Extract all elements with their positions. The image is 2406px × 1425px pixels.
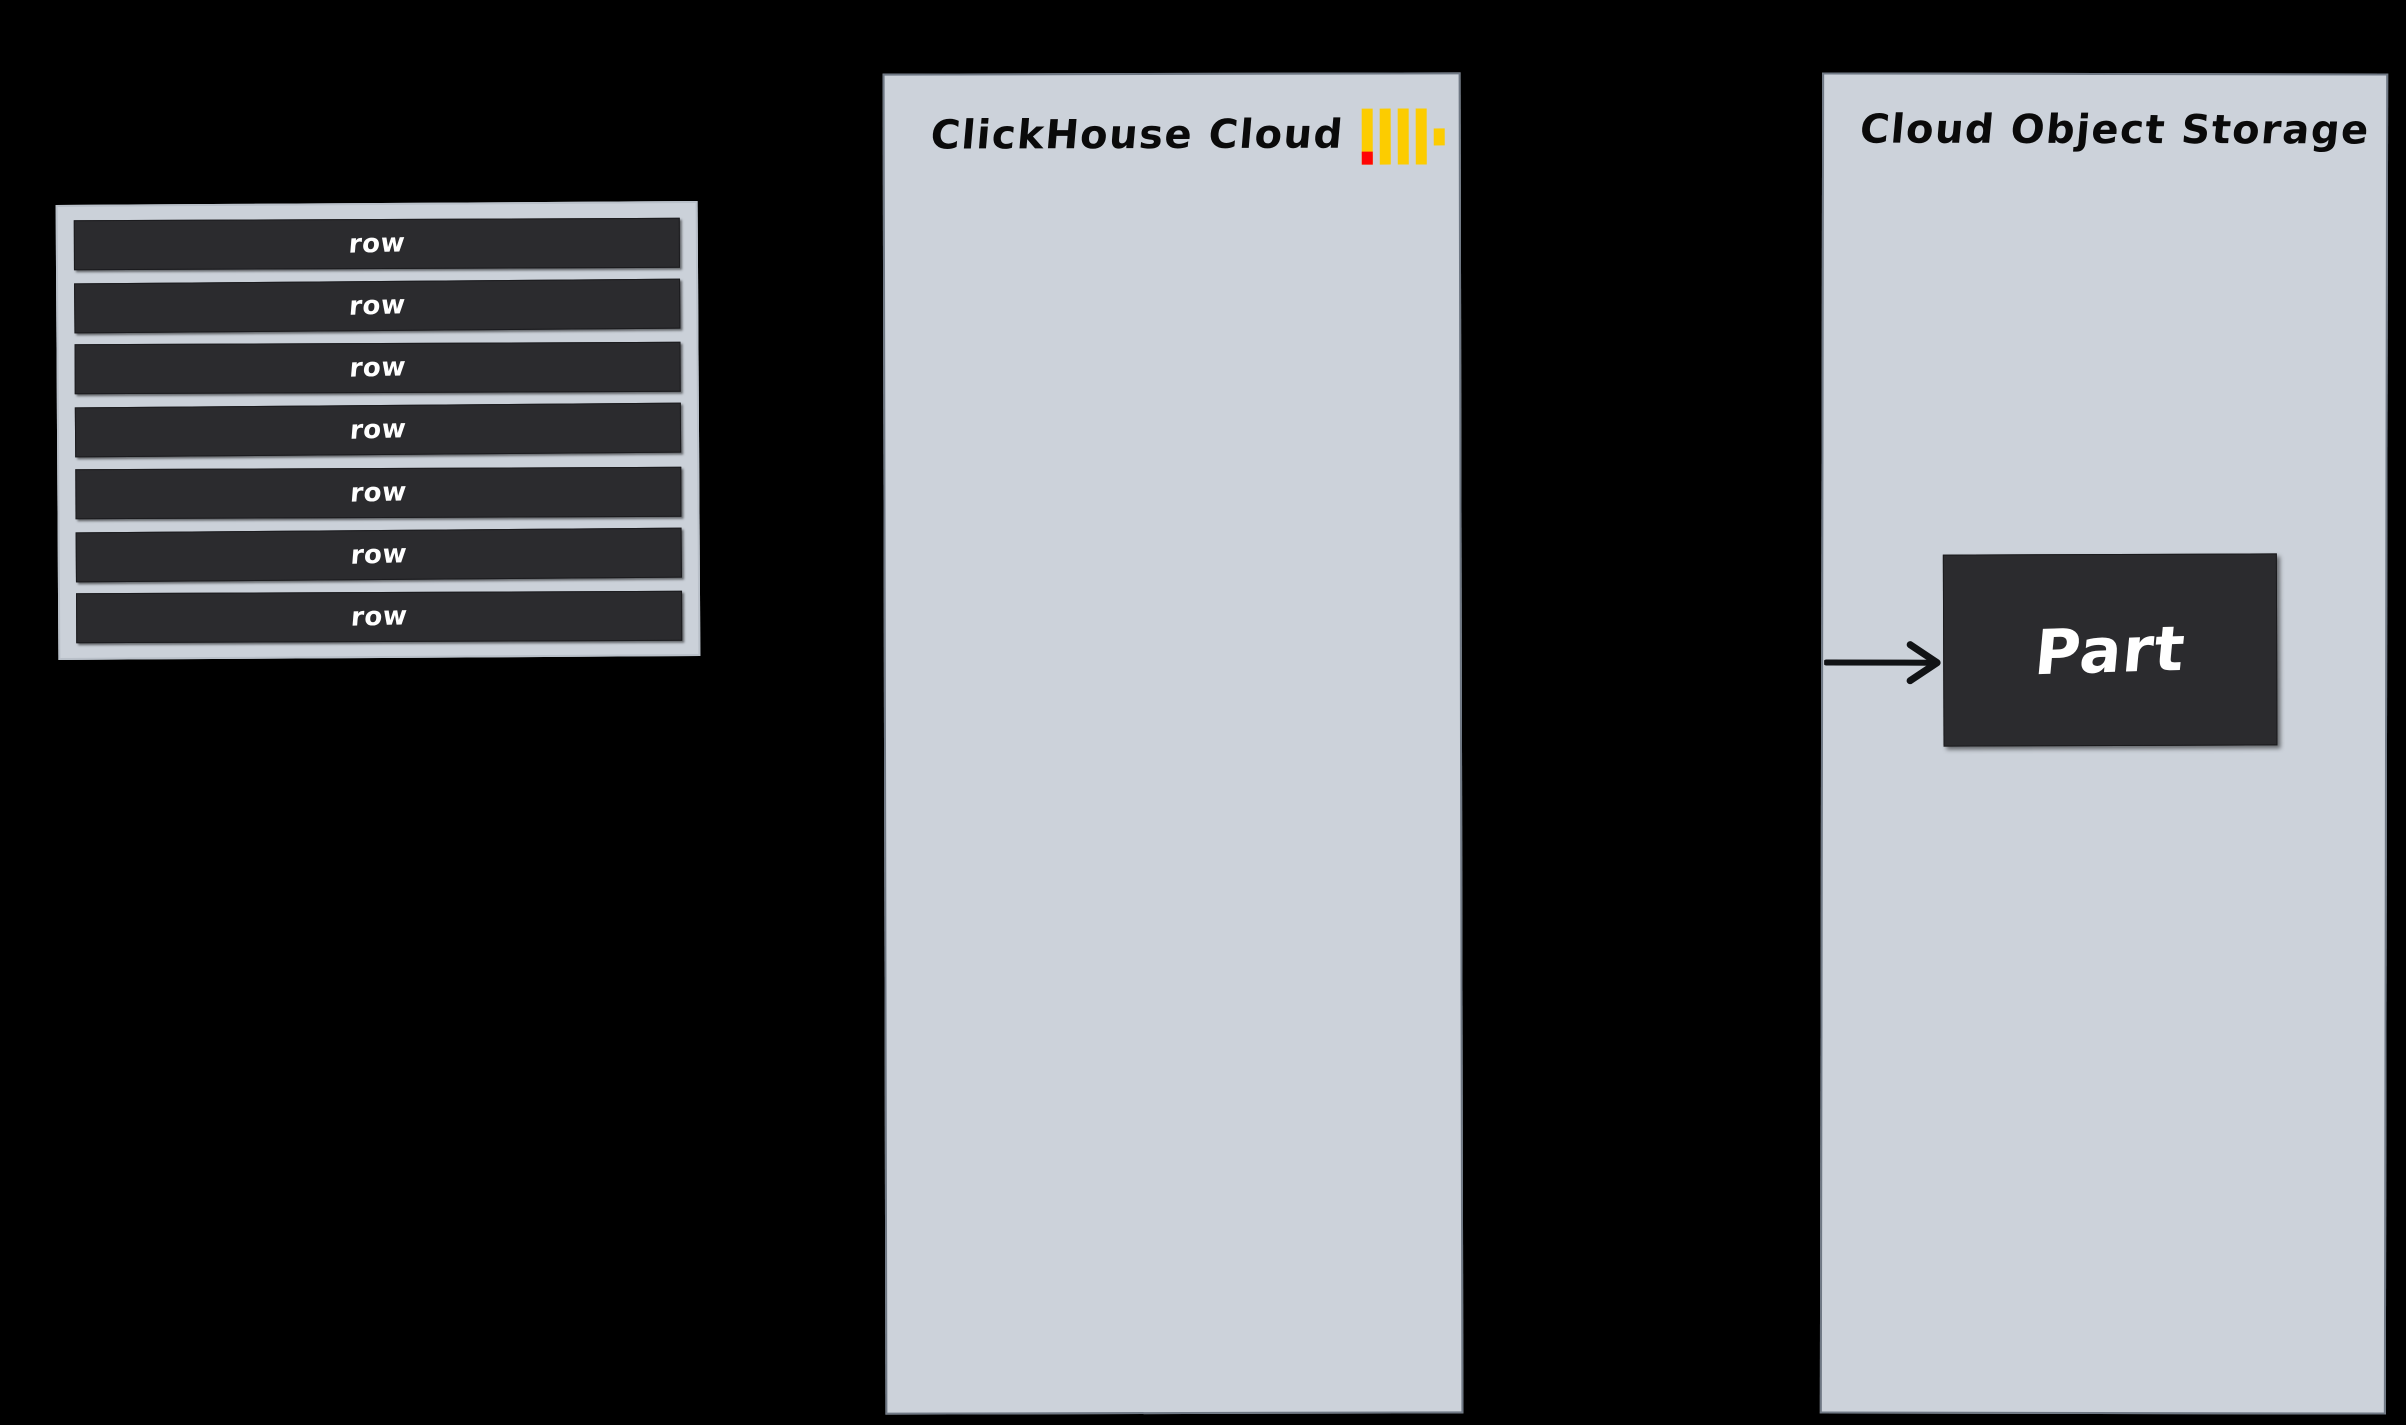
logo-bar-1: [1361, 108, 1373, 165]
clickhouse-logo-icon: [1361, 108, 1445, 165]
logo-dot: [1433, 128, 1445, 146]
table-row: row: [74, 403, 682, 458]
part-box: Part: [1942, 553, 2278, 747]
table-row: row: [73, 217, 680, 271]
row-label: row: [349, 601, 409, 633]
cloud-object-storage-panel: Cloud Object Storage Part: [1819, 72, 2389, 1415]
logo-bar-4: [1415, 108, 1427, 165]
panel-title-text: ClickHouse Cloud: [928, 111, 1346, 159]
table-row: row: [74, 342, 681, 395]
arrow-to-part-icon: [1824, 641, 1941, 685]
clickhouse-cloud-title: ClickHouse Cloud: [928, 106, 1445, 165]
cloud-object-storage-title: Cloud Object Storage: [1858, 106, 2372, 154]
row-label: row: [349, 539, 409, 571]
row-label: row: [347, 290, 407, 322]
row-label: row: [348, 477, 408, 509]
table-row: row: [75, 527, 682, 583]
logo-bar-3: [1397, 108, 1409, 165]
table-row: row: [76, 590, 683, 644]
clickhouse-cloud-panel: ClickHouse Cloud: [882, 72, 1464, 1415]
row-label: row: [348, 352, 408, 384]
rows-table: row row row row row row row: [55, 201, 701, 660]
part-label: Part: [2031, 611, 2189, 689]
row-label: row: [347, 228, 407, 260]
row-label: row: [348, 414, 408, 447]
panel-title-text: Cloud Object Storage: [1858, 106, 2372, 154]
table-row: row: [75, 466, 682, 519]
logo-bar-2: [1379, 108, 1391, 165]
table-row: row: [74, 278, 681, 334]
